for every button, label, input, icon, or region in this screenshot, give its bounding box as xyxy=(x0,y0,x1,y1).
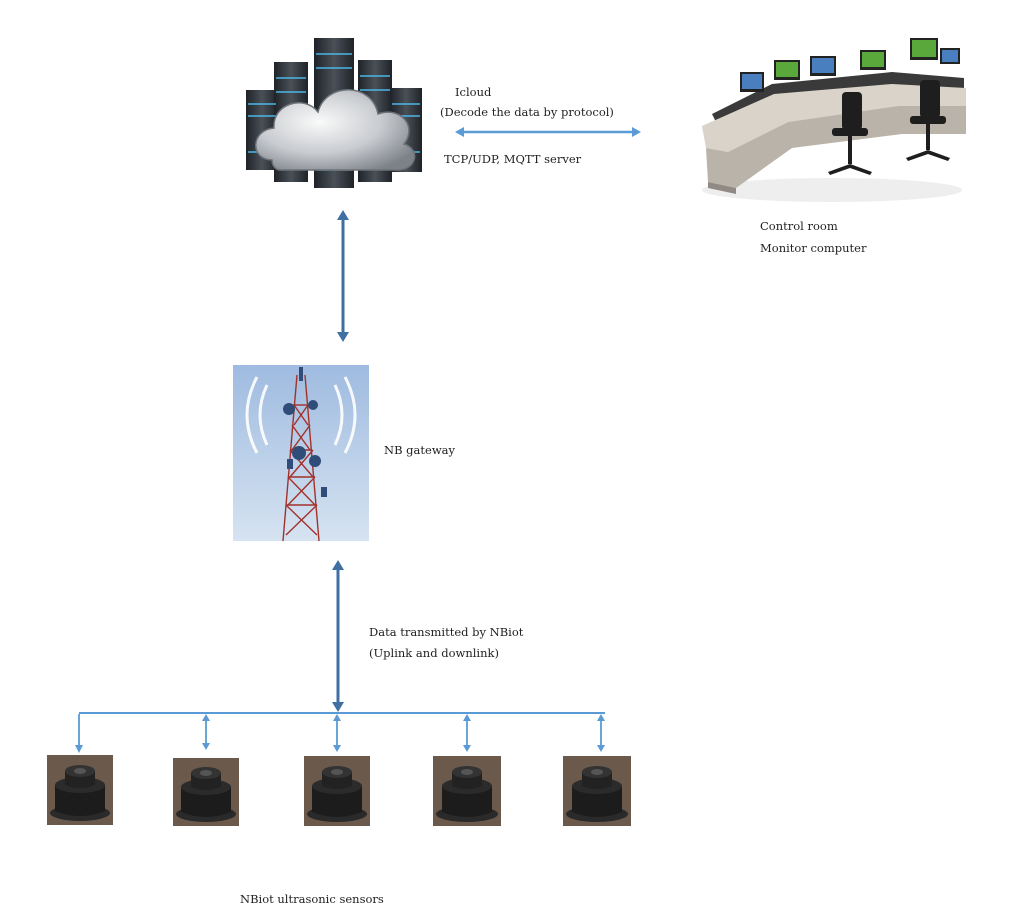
control-room-label: Control room xyxy=(760,219,838,233)
sensor-2 xyxy=(173,758,239,826)
gateway-bus-arrow xyxy=(332,560,344,712)
cloud-control-arrow xyxy=(455,126,641,138)
cloud-gateway-arrow xyxy=(337,210,349,342)
sensor-bus xyxy=(70,706,615,756)
sensor-1 xyxy=(47,755,113,825)
link-label-1: Data transmitted by NBiot xyxy=(369,625,524,639)
gateway-tower-image xyxy=(233,365,369,541)
cloud-subtitle: (Decode the data by protocol) xyxy=(440,105,614,119)
control-room-image xyxy=(692,22,968,204)
sensor-4 xyxy=(433,756,501,826)
cloud-server-label: TCP/UDP, MQTT server xyxy=(444,152,582,166)
cloud-title: Icloud xyxy=(455,85,492,99)
sensor-3 xyxy=(304,756,370,826)
cloud-server-image xyxy=(232,20,434,196)
link-label-2: (Uplink and downlink) xyxy=(369,646,499,660)
gateway-label: NB gateway xyxy=(384,443,456,457)
sensor-5 xyxy=(563,756,631,826)
sensors-label: NBiot ultrasonic sensors xyxy=(240,892,384,906)
monitor-computer-label: Monitor computer xyxy=(760,241,867,255)
